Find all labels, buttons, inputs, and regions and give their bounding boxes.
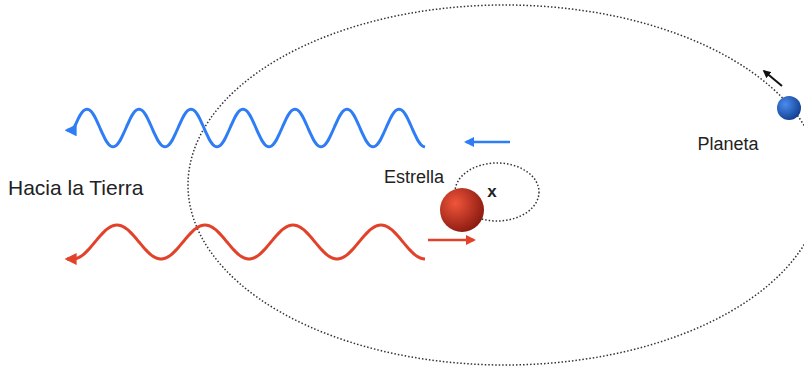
direction-label: Hacia la Tierra bbox=[8, 176, 143, 199]
star-symbol bbox=[440, 188, 484, 232]
approach-arrow bbox=[466, 141, 510, 144]
recede-arrow bbox=[428, 239, 474, 242]
star-label: Estrella bbox=[384, 168, 444, 188]
blueshift-wave bbox=[67, 109, 425, 147]
planet-label: Planeta bbox=[697, 135, 758, 155]
center-of-mass-mark: x bbox=[487, 183, 496, 202]
planet-motion-arrow bbox=[764, 71, 782, 86]
redshift-wave bbox=[67, 225, 425, 259]
planet-orbit bbox=[188, 5, 804, 365]
planet-symbol bbox=[777, 96, 801, 120]
